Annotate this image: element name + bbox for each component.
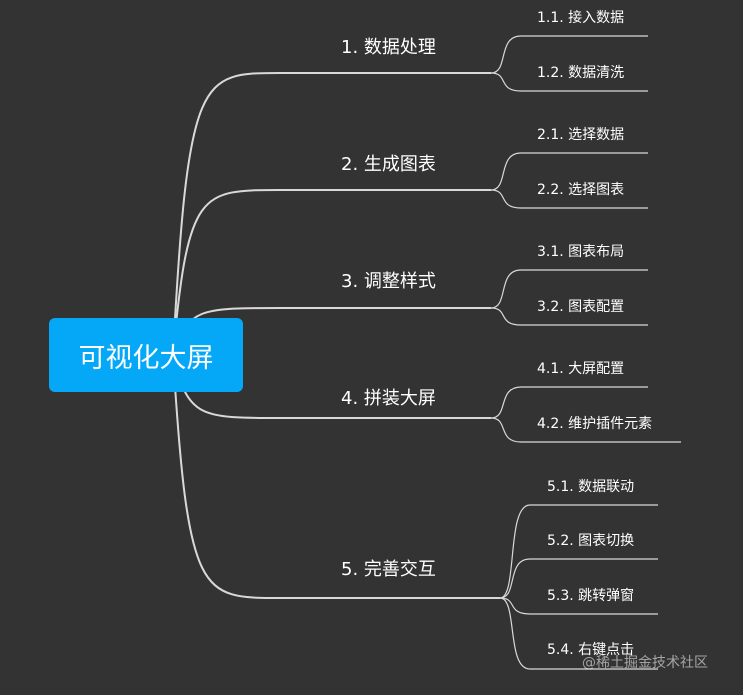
leaf-3-2-connector xyxy=(490,307,648,326)
root-label: 可视化大屏 xyxy=(78,342,214,374)
branch-5-label[interactable]: 5. 完善交互 xyxy=(341,559,436,580)
leaf-5-3-label[interactable]: 5.3. 跳转弹窗 xyxy=(547,588,635,604)
leaf-5-3-connector xyxy=(499,597,658,615)
root-node[interactable]: 可视化大屏 xyxy=(49,318,243,392)
leaf-4-2-label[interactable]: 4.2. 维护插件元素 xyxy=(537,416,653,432)
leaf-3-1-label[interactable]: 3.1. 图表布局 xyxy=(537,244,625,260)
leaf-4-2-connector xyxy=(490,417,681,443)
branch-3-label[interactable]: 3. 调整样式 xyxy=(341,271,436,292)
leaf-2-1-connector xyxy=(490,152,648,191)
leaf-4-1-connector xyxy=(490,386,648,419)
leaf-5-2-connector xyxy=(499,558,658,599)
leaf-5-1-label[interactable]: 5.1. 数据联动 xyxy=(547,479,635,495)
branch-1-label[interactable]: 1. 数据处理 xyxy=(341,37,436,58)
branch-4-label[interactable]: 4. 拼装大屏 xyxy=(341,388,436,409)
leaf-1-2-connector xyxy=(490,72,648,92)
leaf-2-1-label[interactable]: 2.1. 选择数据 xyxy=(537,127,625,143)
leaf-1-1-label[interactable]: 1.1. 接入数据 xyxy=(537,10,625,26)
watermark: @稀土掘金技术社区 xyxy=(582,655,708,671)
leaf-2-2-label[interactable]: 2.2. 选择图表 xyxy=(537,182,625,198)
leaf-4-1-label[interactable]: 4.1. 大屏配置 xyxy=(537,361,625,377)
leaf-5-2-label[interactable]: 5.2. 图表切换 xyxy=(547,533,635,549)
leaf-1-2-label[interactable]: 1.2. 数据清洗 xyxy=(537,65,625,81)
branch-2-connector xyxy=(172,189,491,356)
branch-2-label[interactable]: 2. 生成图表 xyxy=(341,154,436,175)
leaf-2-2-connector xyxy=(490,189,648,209)
branch-1-connector xyxy=(172,72,491,356)
leaf-5-4-connector xyxy=(499,597,658,670)
leaf-5-4-label[interactable]: 5.4. 右键点击 xyxy=(547,642,635,658)
branch-5-connector xyxy=(172,354,500,599)
leaf-1-1-connector xyxy=(490,35,648,74)
leaf-5-1-connector xyxy=(499,504,658,599)
leaf-3-1-connector xyxy=(490,269,648,309)
leaf-3-2-label[interactable]: 3.2. 图表配置 xyxy=(537,299,625,315)
